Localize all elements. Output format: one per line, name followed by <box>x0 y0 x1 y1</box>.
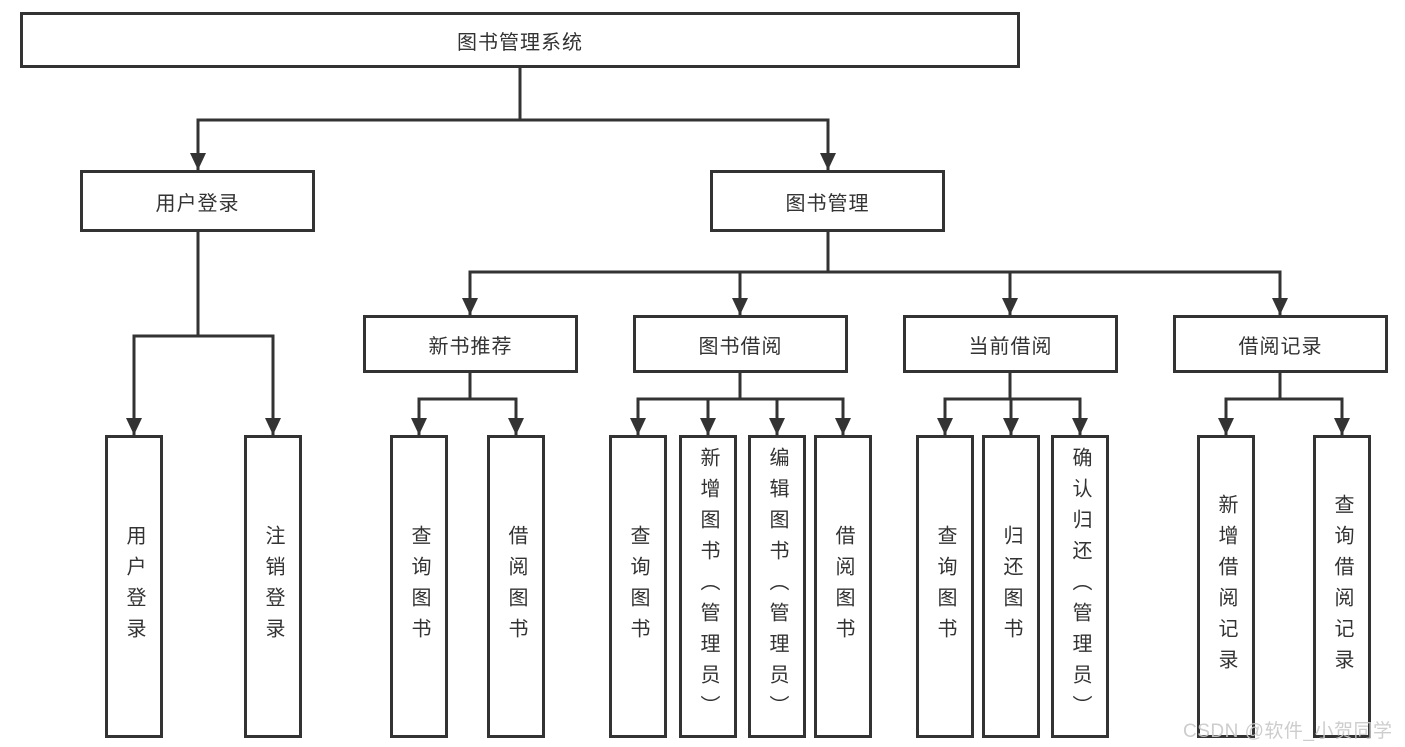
node-root-label: 图书管理系统 <box>457 31 583 54</box>
node-borrow-records: 借阅记录 <box>1173 315 1388 373</box>
node-user-login-label: 用户登录 <box>155 192 240 215</box>
node-user-login: 用户登录 <box>80 170 315 232</box>
leaf-br-add-record-label: 新增借阅记录 <box>1215 493 1237 680</box>
leaf-user-login: 用户登录 <box>105 435 163 738</box>
leaf-logout-label: 注销登录 <box>262 524 284 649</box>
leaf-nbr-borrow-books: 借阅图书 <box>487 435 545 738</box>
node-book-borrow: 图书借阅 <box>633 315 848 373</box>
leaf-logout: 注销登录 <box>244 435 302 738</box>
node-current-borrow: 当前借阅 <box>903 315 1118 373</box>
leaf-br-query-record-label: 查询借阅记录 <box>1331 493 1353 680</box>
csdn-watermark: CSDN @软件_小贺同学 <box>1183 721 1393 742</box>
node-current-borrow-label: 当前借阅 <box>968 335 1053 358</box>
leaf-bb-borrow-books-label: 借阅图书 <box>832 524 854 649</box>
leaf-nbr-query-books: 查询图书 <box>390 435 448 738</box>
leaf-cb-return-books-label: 归还图书 <box>1000 524 1022 649</box>
leaf-cb-confirm-return-label: 确认归还（管理员） <box>1069 447 1091 726</box>
leaf-cb-query-books: 查询图书 <box>916 435 974 738</box>
leaf-user-login-label: 用户登录 <box>123 524 145 649</box>
leaf-br-query-record: 查询借阅记录 <box>1313 435 1371 738</box>
node-new-book-recommend-label: 新书推荐 <box>428 335 513 358</box>
leaf-cb-confirm-return: 确认归还（管理员） <box>1051 435 1109 738</box>
node-new-book-recommend: 新书推荐 <box>363 315 578 373</box>
leaf-bb-edit-books-label: 编辑图书（管理员） <box>766 447 788 726</box>
leaf-bb-query-books-label: 查询图书 <box>627 524 649 649</box>
leaf-nbr-query-books-label: 查询图书 <box>408 524 430 649</box>
node-book-management-label: 图书管理 <box>785 192 870 215</box>
leaf-cb-query-books-label: 查询图书 <box>934 524 956 649</box>
node-borrow-records-label: 借阅记录 <box>1238 335 1323 358</box>
node-root: 图书管理系统 <box>20 12 1020 68</box>
leaf-br-add-record: 新增借阅记录 <box>1197 435 1255 738</box>
node-book-management: 图书管理 <box>710 170 945 232</box>
leaf-bb-borrow-books: 借阅图书 <box>814 435 872 738</box>
leaf-nbr-borrow-books-label: 借阅图书 <box>505 524 527 649</box>
node-book-borrow-label: 图书借阅 <box>698 335 783 358</box>
leaf-bb-edit-books: 编辑图书（管理员） <box>748 435 806 738</box>
leaf-bb-query-books: 查询图书 <box>609 435 667 738</box>
leaf-bb-add-books-label: 新增图书（管理员） <box>697 447 719 726</box>
leaf-cb-return-books: 归还图书 <box>982 435 1040 738</box>
leaf-bb-add-books: 新增图书（管理员） <box>679 435 737 738</box>
